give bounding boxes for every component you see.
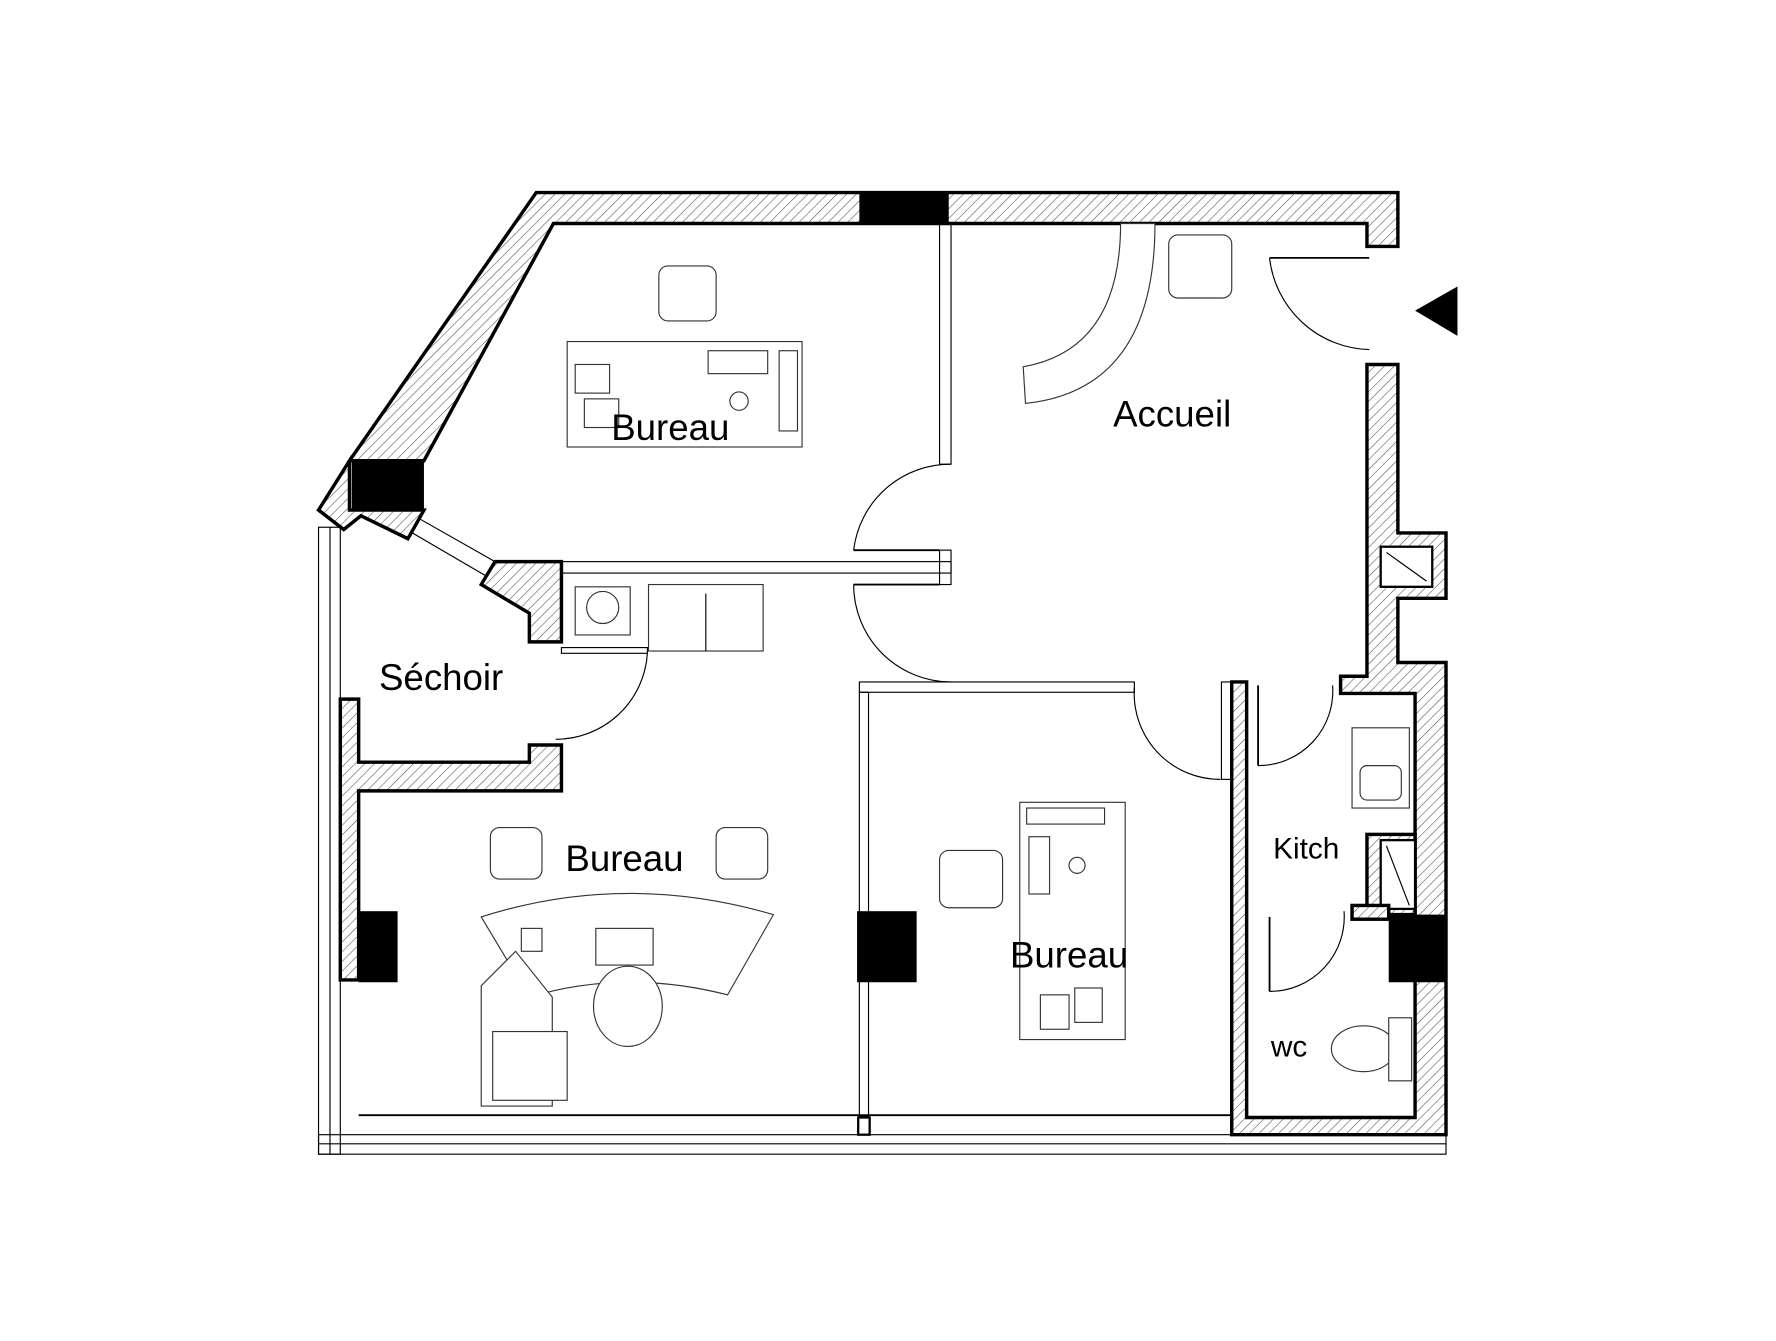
armchair bbox=[1168, 234, 1233, 299]
right-wall bbox=[1230, 362, 1448, 1137]
chair bbox=[715, 826, 769, 880]
room-label-kitchen: Kitch bbox=[1273, 832, 1339, 865]
column bbox=[857, 911, 917, 983]
door-swing bbox=[1269, 911, 1345, 992]
column bbox=[358, 911, 398, 983]
column bbox=[351, 461, 424, 511]
room-labels: Bureau Accueil Séchoir Bureau Bureau Kit… bbox=[379, 393, 1339, 1063]
top-wall bbox=[346, 190, 1400, 463]
reception-counter bbox=[1022, 222, 1156, 405]
entrance-door-swing bbox=[1268, 257, 1370, 351]
entrance-arrow-icon bbox=[1415, 286, 1458, 336]
door-swing bbox=[1258, 685, 1334, 767]
column bbox=[1388, 914, 1447, 983]
doors bbox=[555, 222, 1458, 992]
door-swing bbox=[1133, 687, 1221, 780]
furniture bbox=[480, 234, 1413, 1107]
sechoir-wall bbox=[338, 697, 564, 982]
room-label-bureau-left: Bureau bbox=[565, 838, 683, 879]
walls bbox=[316, 190, 1448, 1137]
chair bbox=[938, 849, 1004, 909]
chair bbox=[658, 265, 717, 322]
door-swing bbox=[853, 584, 952, 683]
chair bbox=[489, 826, 543, 880]
chair bbox=[592, 965, 663, 1048]
room-label-bureau-top: Bureau bbox=[611, 407, 729, 448]
window-jamb-wall bbox=[478, 559, 564, 644]
column bbox=[859, 192, 949, 224]
room-label-wc: wc bbox=[1270, 1031, 1308, 1064]
door-swing bbox=[853, 463, 952, 551]
room-label-bureau-right: Bureau bbox=[1010, 934, 1128, 975]
windows bbox=[317, 517, 1447, 1155]
room-label-accueil: Accueil bbox=[1113, 393, 1231, 434]
door-swing bbox=[555, 653, 648, 740]
room-label-sechoir: Séchoir bbox=[379, 657, 503, 698]
toilet bbox=[1330, 1025, 1397, 1073]
